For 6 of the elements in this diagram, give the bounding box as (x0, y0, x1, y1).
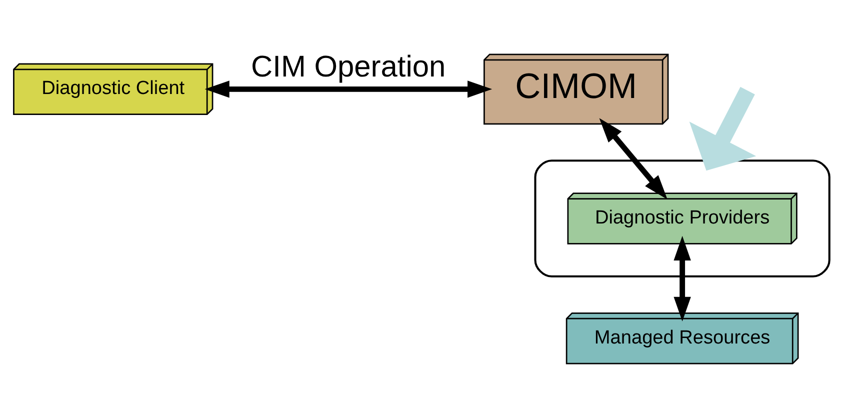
arrow (599, 118, 668, 200)
cluster (534, 160, 830, 278)
arrow (204, 80, 492, 98)
arrow (689, 86, 756, 171)
arrow (674, 236, 691, 322)
edge-label: CIM Operation (251, 50, 446, 84)
